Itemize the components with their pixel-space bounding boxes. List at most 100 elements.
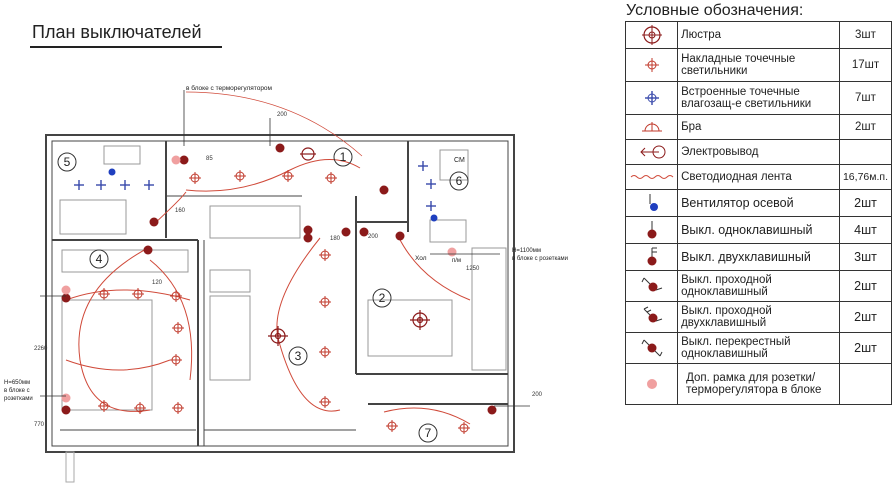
surface-spotlight-icon bbox=[319, 296, 331, 308]
legend-qty: 2шт bbox=[838, 301, 893, 333]
room-number: 7 bbox=[425, 426, 432, 440]
height-note-sub: розетками bbox=[4, 396, 33, 402]
surface-spotlight-icon bbox=[98, 400, 110, 412]
dimension: 200 bbox=[277, 112, 288, 118]
surface-spotlight-icon bbox=[170, 290, 182, 302]
legend-row: Выкл. двухклавишный 3шт bbox=[624, 243, 893, 271]
legend-qty: 3шт bbox=[838, 243, 893, 271]
switch-icon bbox=[149, 217, 159, 227]
legend-qty: 2шт bbox=[838, 114, 893, 140]
switch-icon bbox=[303, 233, 313, 243]
switch-icon bbox=[359, 227, 369, 237]
callouts bbox=[40, 90, 530, 407]
led-strip-icon bbox=[630, 175, 673, 179]
surface-spotlight-icon bbox=[319, 396, 331, 408]
height-note: Н=1100мм bbox=[512, 248, 541, 254]
legend-qty: 2шт bbox=[838, 189, 893, 217]
recessed-spotlight-icon bbox=[426, 201, 436, 211]
legend-qty bbox=[838, 139, 893, 165]
room-number: 1 bbox=[340, 150, 347, 164]
recessed-spotlight-icon bbox=[120, 180, 130, 190]
legend-qty: 3шт bbox=[838, 21, 893, 49]
legend-label: Светодиодная лента bbox=[677, 164, 840, 190]
axial-fan-icon bbox=[108, 168, 116, 176]
extra-frame-icon bbox=[61, 393, 71, 403]
dimension: 180 bbox=[330, 236, 341, 242]
room-number: 4 bbox=[96, 252, 103, 266]
thermostat-note: в блоке с терморегулятором bbox=[186, 84, 273, 92]
recessed-spotlight-icon bbox=[74, 180, 84, 190]
surface-spotlight-icon bbox=[172, 322, 184, 334]
switch-icon bbox=[61, 293, 71, 303]
legend-row: Встроенные точечные влагозащ-е светильни… bbox=[624, 81, 893, 115]
switch-icon bbox=[341, 227, 351, 237]
chandeliers bbox=[268, 147, 430, 346]
surface-spotlight-icon bbox=[98, 288, 110, 300]
chandelier-icon bbox=[300, 147, 316, 161]
legend-row: Бра 2шт bbox=[624, 114, 893, 140]
switch-icon bbox=[395, 231, 405, 241]
chandelier-icon bbox=[641, 25, 662, 45]
walls bbox=[45, 134, 515, 453]
recessed-spotlight-icon bbox=[644, 91, 659, 105]
surface-spotlight-icon bbox=[172, 402, 184, 414]
legend-label: Вентилятор осевой bbox=[677, 189, 840, 217]
extra-frame-icon bbox=[447, 247, 457, 257]
surface-spotlight-icon bbox=[189, 172, 201, 184]
legend-qty: 4шт bbox=[838, 216, 893, 244]
led-wires bbox=[65, 91, 471, 425]
legend-label: Выкл. перекрестный одноклавишный bbox=[677, 332, 840, 364]
legend-qty bbox=[838, 363, 893, 405]
legend-label: Выкл. проходной одноклавишный bbox=[677, 270, 840, 302]
furniture bbox=[59, 145, 507, 483]
room-number: 5 bbox=[64, 155, 71, 169]
electric-outlet-icon bbox=[639, 145, 666, 159]
switch-icon bbox=[143, 245, 153, 255]
surface-spotlight-icon bbox=[132, 288, 144, 300]
extra-frame-icon bbox=[171, 155, 181, 165]
legend-label: Бра bbox=[677, 114, 840, 140]
switch-icon bbox=[379, 185, 389, 195]
single-switch-icon bbox=[647, 221, 657, 239]
room-numbers: 1 2 3 4 5 6 7 bbox=[64, 150, 463, 440]
height-note: Н=650мм bbox=[4, 380, 30, 386]
legend-qty: 2шт bbox=[838, 332, 893, 364]
legend-label: Люстра bbox=[677, 21, 840, 49]
chandelier-icon bbox=[410, 310, 430, 330]
axial-fan-icon bbox=[649, 194, 658, 211]
room-number: 3 bbox=[295, 349, 302, 363]
double-switch-icon bbox=[647, 247, 657, 266]
legend-title: Условные обозначения: bbox=[626, 2, 804, 19]
sm-label: СМ bbox=[454, 157, 465, 164]
legend-row: Светодиодная лента 16,76м.п. bbox=[624, 164, 893, 190]
pass-double-switch-icon bbox=[643, 306, 662, 323]
legend-label: Встроенные точечные влагозащ-е светильни… bbox=[677, 81, 840, 115]
switch-icon bbox=[303, 225, 313, 235]
chandelier-icon bbox=[268, 326, 288, 346]
legend-row: Выкл. перекрестный одноклавишный 2шт bbox=[624, 332, 893, 364]
switches bbox=[61, 143, 497, 415]
hall-label: Хол bbox=[415, 255, 427, 262]
legend-qty: 17шт bbox=[838, 48, 893, 82]
pm-label: п/м bbox=[452, 258, 461, 264]
legend-qty: 7шт bbox=[838, 81, 893, 115]
title-underline bbox=[30, 46, 222, 48]
surface-spotlight-icon bbox=[234, 170, 246, 182]
surface-spotlight-icon bbox=[458, 422, 470, 434]
cross-switch-icon bbox=[641, 339, 662, 357]
legend-row: Люстра 3шт bbox=[624, 21, 893, 49]
recessed-spotlight-icon bbox=[144, 180, 154, 190]
height-note-sub: в блоке с bbox=[4, 388, 30, 394]
surface-spotlight-icon bbox=[282, 170, 294, 182]
legend-label: Накладные точечные светильники bbox=[677, 48, 840, 82]
dimension: 200 bbox=[368, 234, 379, 240]
dimension: 770 bbox=[34, 422, 45, 428]
recessed-spotlight-icon bbox=[96, 180, 106, 190]
extra-frames bbox=[61, 155, 457, 403]
surface-spotlight-icon bbox=[170, 354, 182, 366]
fans bbox=[108, 168, 438, 222]
dimension: 120 bbox=[152, 280, 163, 286]
dimension: 1250 bbox=[466, 266, 480, 272]
recessed-spotlight-icon bbox=[418, 161, 428, 171]
dimension: 2260 bbox=[34, 346, 48, 352]
